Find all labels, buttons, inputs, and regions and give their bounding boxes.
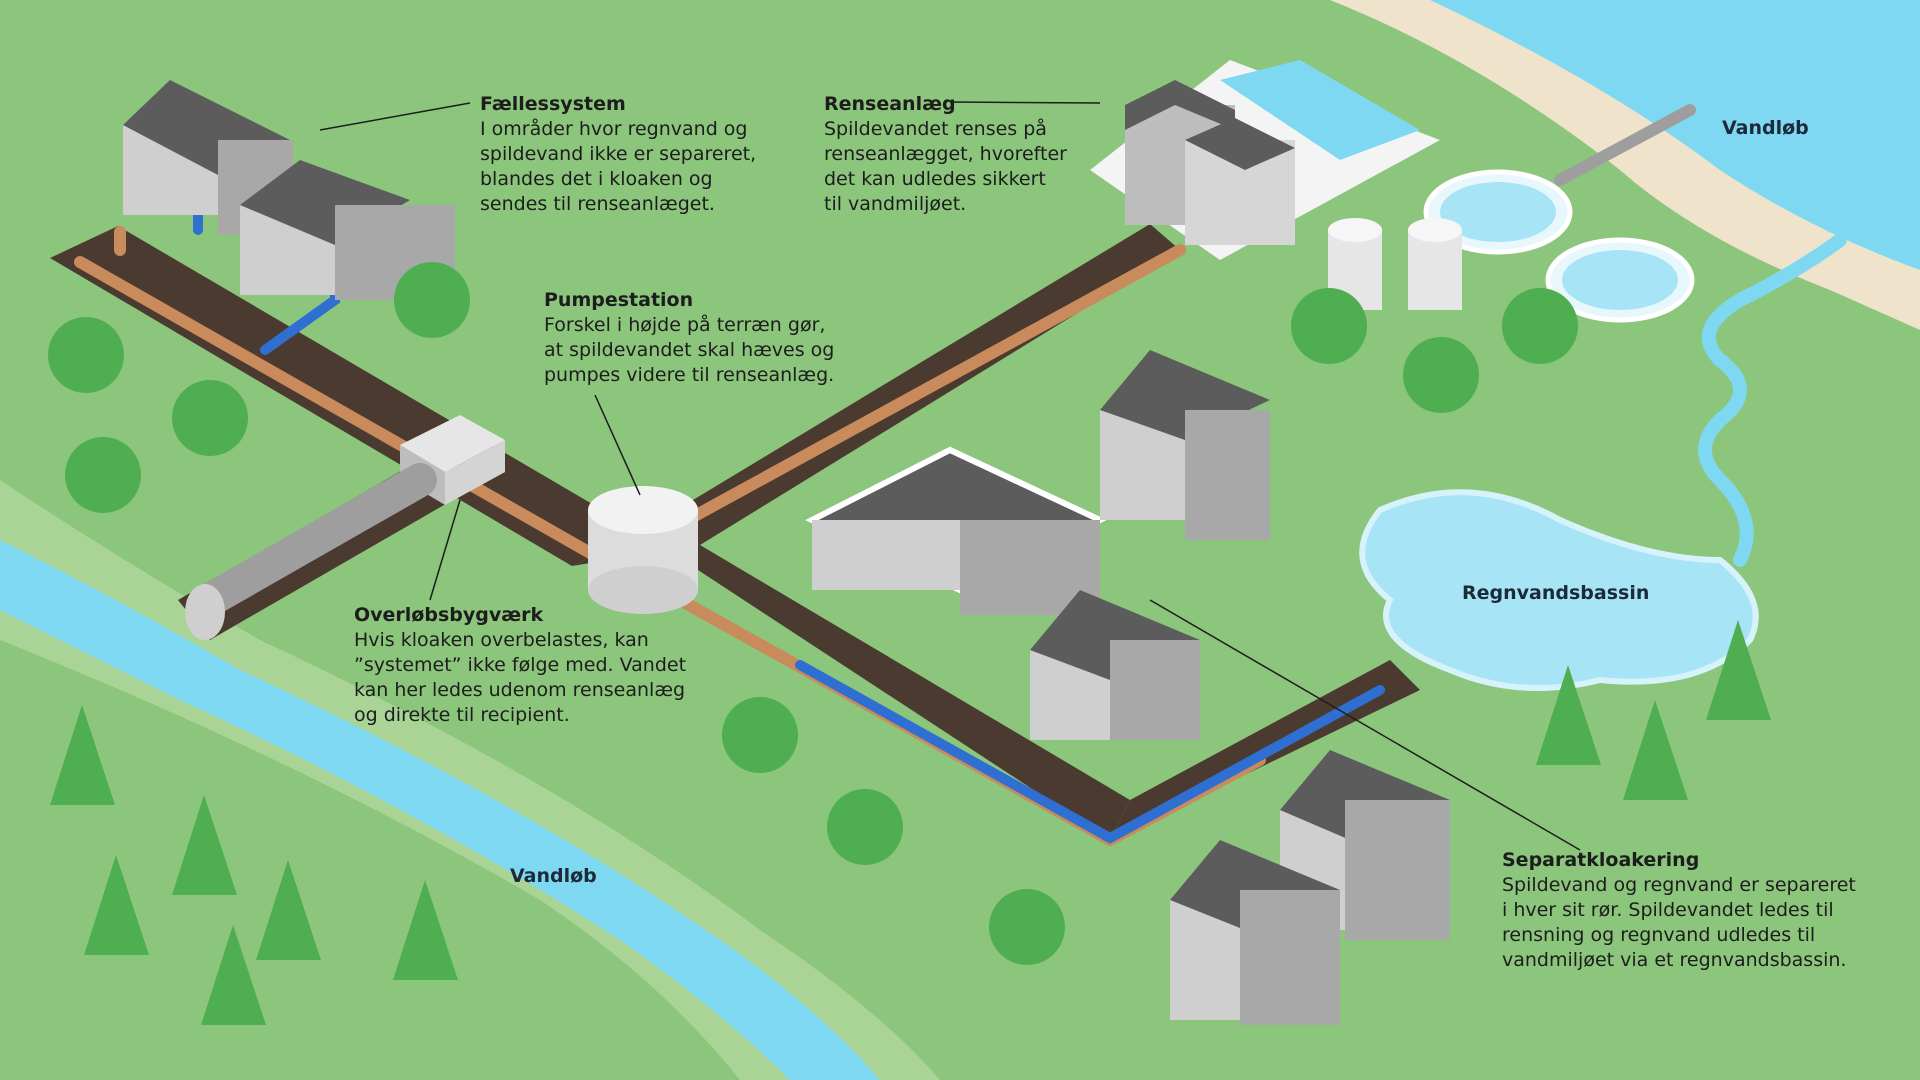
label-vandlob-bottom: Vandløb: [510, 865, 597, 887]
house-icon: [1170, 840, 1340, 1025]
pine-tree-icon: [50, 620, 1771, 1025]
basin-outlet-stream: [1698, 233, 1847, 567]
house-icon: [1030, 590, 1200, 740]
label-regnvandsbassin: Regnvandsbassin: [1462, 582, 1650, 604]
callout-body: Hvis kloaken overbelastes, kan ”systemet…: [354, 629, 687, 726]
label-vandlob-top: Vandløb: [1722, 117, 1809, 139]
treatment-plant: [1090, 60, 1696, 323]
callout-faellessystem: Fællessystem I områder hvor regnvand og …: [480, 92, 780, 217]
callout-renseanlaeg: Renseanlæg Spildevandet renses på rensea…: [824, 92, 1104, 217]
house-icon: [1100, 350, 1270, 540]
callout-overlobsbygvaerk: Overløbsbygværk Hvis kloaken overbelaste…: [354, 603, 694, 728]
rain-basin: [1359, 489, 1759, 691]
house-icon: [805, 446, 1107, 615]
callout-body: I områder hvor regnvand og spildevand ik…: [480, 118, 757, 215]
house-icon: [240, 160, 455, 300]
river-bottom: [0, 540, 880, 1080]
house-icon: [123, 80, 293, 235]
pump-station-icon: [588, 486, 698, 614]
silo-icon: [1328, 218, 1462, 310]
callout-pumpestation: Pumpestation Forskel i højde på terræn g…: [544, 288, 874, 388]
callout-title: Pumpestation: [544, 289, 694, 311]
callout-title: Renseanlæg: [824, 93, 956, 115]
callout-body: Spildevandet renses på renseanlægget, hv…: [824, 118, 1067, 215]
callout-leader-lines: [319, 101, 1581, 851]
river-top: [1430, 0, 1920, 270]
callout-separatkloakering: Separatkloakering Spildevand og regnvand…: [1502, 848, 1902, 973]
callout-title: Fællessystem: [480, 93, 626, 115]
callout-title: Overløbsbygværk: [354, 604, 544, 626]
tree-icon: [48, 262, 1578, 965]
callout-title: Separatkloakering: [1502, 849, 1700, 871]
callout-body: Forskel i højde på terræn gør, at spilde…: [544, 314, 835, 386]
overflow-structure-icon: [185, 415, 505, 640]
callout-body: Spildevand og regnvand er separeret i hv…: [1502, 874, 1856, 971]
